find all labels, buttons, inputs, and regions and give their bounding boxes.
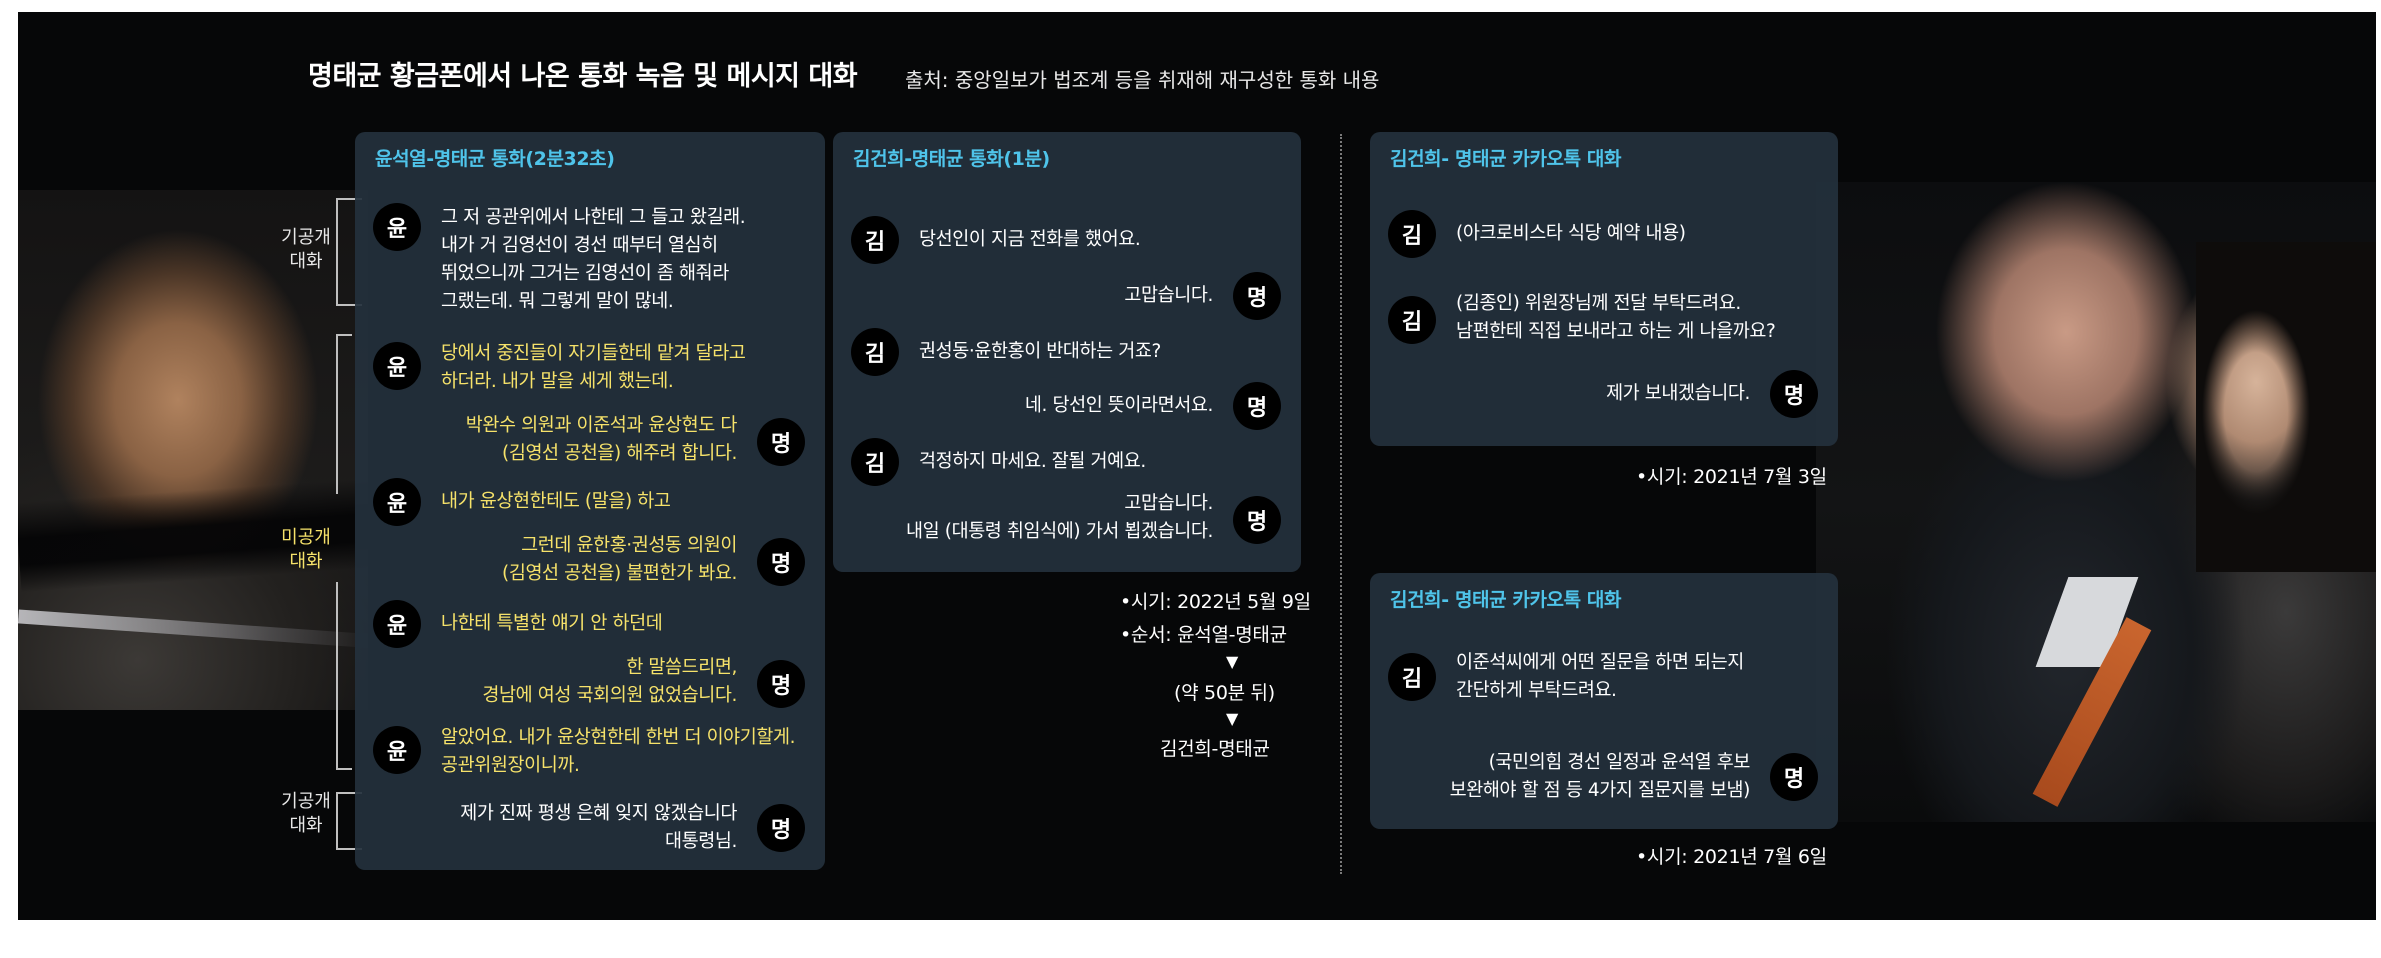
card-title: 김건희- 명태균 카카오톡 대화 bbox=[1390, 589, 1622, 611]
speaker-avatar: 윤 bbox=[373, 726, 421, 774]
photo-yoon-and-kim bbox=[1816, 182, 2376, 822]
card-title: 윤석열-명태균 통화(2분32초) bbox=[375, 148, 615, 170]
arrow-down-icon: ▼ bbox=[1226, 709, 1239, 728]
speaker-avatar: 김 bbox=[1388, 653, 1436, 701]
card-kakaotalk-2: 김건희- 명태균 카카오톡 대화 김 이준석씨에게 어떤 질문을 하면 되는지 … bbox=[1370, 573, 1838, 829]
call-next: 김건희-명태균 bbox=[1160, 738, 1270, 760]
bracket-public-2 bbox=[336, 792, 362, 850]
speaker-avatar: 김 bbox=[1388, 210, 1436, 258]
speaker-avatar: 김 bbox=[851, 216, 899, 264]
call-order: •순서: 윤석열-명태균 bbox=[1120, 624, 1287, 646]
speaker-avatar: 윤 bbox=[373, 600, 421, 648]
divider bbox=[1340, 134, 1342, 874]
speaker-avatar: 명 bbox=[1233, 272, 1281, 320]
card-title: 김건희-명태균 통화(1분) bbox=[853, 148, 1050, 170]
card-yoon-myung-call: 윤석열-명태균 통화(2분32초) 윤 그 저 공관위에서 나한테 그 들고 왔… bbox=[355, 132, 825, 870]
kakao-date-1: •시기: 2021년 7월 3일 bbox=[1636, 466, 1827, 488]
speaker-avatar: 윤 bbox=[373, 478, 421, 526]
photo-myung-taekyun bbox=[18, 190, 368, 710]
arrow-down-icon: ▼ bbox=[1226, 652, 1239, 671]
speaker-avatar: 윤 bbox=[373, 342, 421, 390]
speaker-avatar: 명 bbox=[757, 538, 805, 586]
call-date: •시기: 2022년 5월 9일 bbox=[1120, 591, 1311, 613]
speaker-avatar: 명 bbox=[1233, 382, 1281, 430]
speaker-avatar: 명 bbox=[757, 418, 805, 466]
speaker-avatar: 명 bbox=[757, 804, 805, 852]
kakao-date-2: •시기: 2021년 7월 6일 bbox=[1636, 846, 1827, 868]
source-text: 출처: 중앙일보가 법조계 등을 취재해 재구성한 통화 내용 bbox=[905, 68, 1380, 92]
call-gap: (약 50분 뒤) bbox=[1174, 682, 1275, 704]
speaker-avatar: 김 bbox=[1388, 296, 1436, 344]
speaker-avatar: 명 bbox=[757, 660, 805, 708]
speaker-avatar: 김 bbox=[851, 328, 899, 376]
infographic-frame: 명태균 황금폰에서 나온 통화 녹음 및 메시지 대화 출처: 중앙일보가 법조… bbox=[18, 12, 2376, 920]
speaker-avatar: 윤 bbox=[373, 203, 421, 251]
speaker-avatar: 명 bbox=[1233, 496, 1281, 544]
speaker-avatar: 명 bbox=[1770, 370, 1818, 418]
speaker-avatar: 김 bbox=[851, 438, 899, 486]
card-kakaotalk-1: 김건희- 명태균 카카오톡 대화 김 (아크로비스타 식당 예약 내용) 김 (… bbox=[1370, 132, 1838, 446]
bracket-public-1 bbox=[336, 198, 362, 306]
main-title: 명태균 황금폰에서 나온 통화 녹음 및 메시지 대화 bbox=[308, 61, 858, 92]
card-title: 김건희- 명태균 카카오톡 대화 bbox=[1390, 148, 1622, 170]
speaker-avatar: 명 bbox=[1770, 753, 1818, 801]
card-kim-myung-call: 김건희-명태균 통화(1분) 김 당선인이 지금 전화를 했어요. 명 고맙습니… bbox=[833, 132, 1301, 572]
